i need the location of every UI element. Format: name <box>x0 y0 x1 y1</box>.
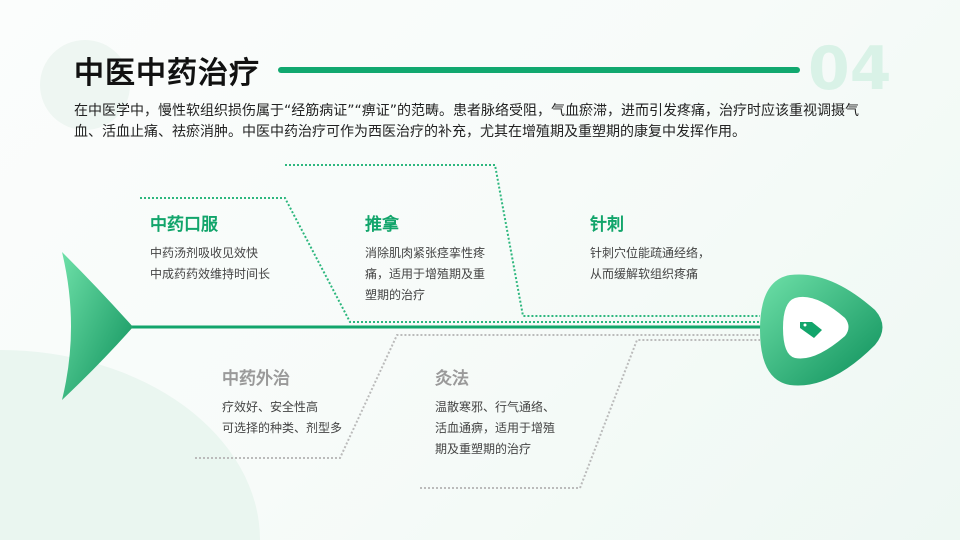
connector-2 <box>285 164 760 317</box>
connector-1 <box>140 197 760 323</box>
item-external-medicine: 中药外治 疗效好、安全性高可选择的种类、剂型多 <box>222 364 342 439</box>
item-title: 中药外治 <box>222 369 290 389</box>
item-desc: 消除肌肉紧张痉挛性疼痛，适用于增殖期及重塑期的治疗 <box>365 246 486 302</box>
item-title: 针刺 <box>590 215 624 235</box>
decor-circle <box>40 40 130 130</box>
connector-4 <box>420 339 760 489</box>
item-massage: 推拿 消除肌肉紧张痉挛性疼痛，适用于增殖期及重塑期的治疗 <box>365 210 485 306</box>
item-acupuncture: 针刺 针刺穴位能疏通经络，从而缓解软组织疼痛 <box>590 210 710 285</box>
item-title: 中药口服 <box>150 215 218 235</box>
item-moxibustion: 灸法 温散寒邪、行气通络、活血通痹，适用于增殖期及重塑期的治疗 <box>435 364 555 460</box>
item-desc: 温散寒邪、行气通络、活血通痹，适用于增殖期及重塑期的治疗 <box>435 400 556 456</box>
title-underline <box>278 67 800 73</box>
item-desc: 针刺穴位能疏通经络，从而缓解软组织疼痛 <box>590 246 711 281</box>
connector-3 <box>195 334 760 459</box>
item-title: 灸法 <box>435 369 469 389</box>
item-desc: 疗效好、安全性高可选择的种类、剂型多 <box>222 400 343 435</box>
item-oral-medicine: 中药口服 中药汤剂吸收见效快中成药药效维持时间长 <box>150 210 270 285</box>
intro-text: 在中医学中，慢性软组织损伤属于“经筋病证”“痹证”的范畴。患者脉络受阻，气血瘀滞… <box>74 103 860 140</box>
fishbone-diagram <box>62 164 883 489</box>
item-desc: 中药汤剂吸收见效快中成药药效维持时间长 <box>150 246 271 281</box>
page-number: 04 <box>808 34 892 104</box>
page-title: 中医中药治疗 <box>74 56 260 91</box>
item-title: 推拿 <box>365 215 399 235</box>
tag-icon <box>800 322 822 338</box>
fish-tail <box>62 252 133 400</box>
